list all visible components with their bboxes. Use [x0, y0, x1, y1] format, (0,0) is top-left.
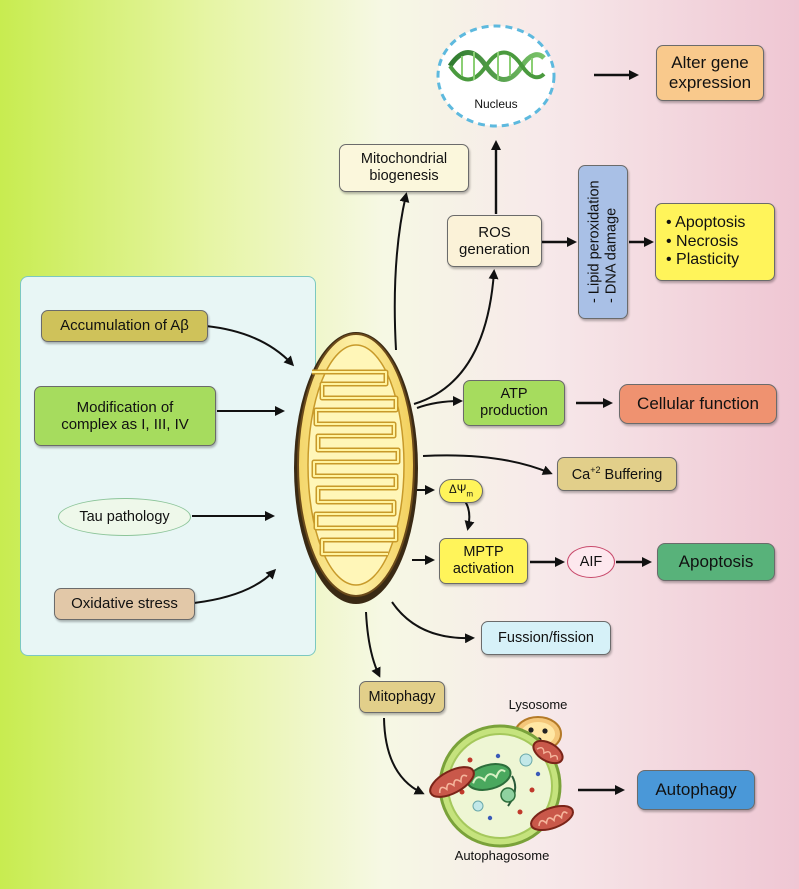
fate-necrosis: • Necrosis [666, 232, 739, 250]
mitophagy-label: Mitophagy [368, 688, 436, 705]
ros-line-2: generation [459, 241, 530, 258]
accumulation-abeta-box: Accumulation of Aβ [41, 310, 208, 342]
delta-psi-symbol: ΔΨ [449, 483, 467, 496]
atp-production-box: ATP production [463, 380, 565, 426]
fate-apoptosis: • Apoptosis [666, 214, 746, 232]
arrow-to-ros [413, 269, 499, 405]
alter-gene-expression-box: Alter gene expression [656, 45, 764, 101]
accumulation-abeta-label: Accumulation of Aβ [60, 317, 189, 335]
arrow-to-atp [416, 396, 463, 409]
autophagosome-icon [429, 724, 574, 848]
damage-line-2: - DNA damage [603, 208, 619, 304]
aif-ellipse: AIF [567, 546, 615, 578]
oxidative-stress-label: Oxidative stress [71, 595, 178, 613]
cell-fate-box: • Apoptosis • Necrosis • Plasticity [655, 203, 775, 281]
atp-line-1: ATP [500, 386, 528, 403]
delta-psi-m-box: ΔΨm [439, 479, 483, 503]
autophagosome-label: Autophagosome [454, 848, 550, 863]
modification-complex-box: Modification of complex as I, III, IV [34, 386, 216, 446]
ca-buffering-box: Ca+2 Buffering [557, 457, 677, 491]
fate-plasticity: • Plasticity [666, 251, 740, 269]
ca-prefix: Ca [571, 466, 591, 483]
tau-pathology-label: Tau pathology [79, 508, 170, 525]
lysosome-label: Lysosome [508, 697, 568, 712]
ros-generation-box: ROS generation [447, 215, 542, 267]
modification-line-2: complex as I, III, IV [61, 416, 189, 433]
mitophagy-box: Mitophagy [359, 681, 445, 713]
nucleus-icon [436, 24, 556, 128]
aif-label: AIF [579, 553, 603, 570]
cellular-function-label: Cellular function [637, 394, 759, 414]
arrow-oxidative [193, 568, 277, 604]
apoptosis-box: Apoptosis [657, 543, 775, 581]
arrow-mitophagy-to-autophagosome [383, 717, 425, 795]
arrow-to-ca [422, 454, 553, 475]
nucleus-label: Nucleus [474, 97, 518, 111]
mitochondrion-icon [294, 332, 418, 604]
ros-line-1: ROS [478, 223, 511, 241]
lipid-dna-damage-box: - Lipid peroxidation - DNA damage [578, 165, 628, 319]
arrow-to-mitophagy [365, 611, 381, 678]
fusion-fission-label: Fussion/fission [498, 629, 594, 646]
mptp-activation-box: MPTP activation [439, 538, 528, 584]
autophagy-label: Autophagy [655, 780, 737, 800]
gene-line-2: expression [668, 73, 752, 92]
delta-psi-label: ΔΨm [449, 484, 473, 498]
mptp-line-2: activation [452, 561, 515, 577]
biogenesis-line-1: Mitochondrial [360, 151, 448, 168]
atp-line-2: production [480, 403, 548, 419]
arrow-to-fusion [391, 601, 475, 644]
autophagy-box: Autophagy [637, 770, 755, 810]
delta-psi-subscript: m [466, 489, 473, 499]
ca-charge: +2 [590, 464, 601, 475]
ca-suffix: Buffering [600, 466, 663, 483]
oxidative-stress-box: Oxidative stress [54, 588, 195, 620]
apoptosis-label: Apoptosis [678, 552, 754, 572]
modification-line-1: Modification of [76, 398, 174, 416]
gene-line-1: Alter gene [671, 53, 749, 73]
mptp-line-1: MPTP [463, 544, 504, 561]
mitochondrial-biogenesis-box: Mitochondrial biogenesis [339, 144, 469, 192]
arrow-to-biogenesis [393, 192, 410, 351]
biogenesis-line-2: biogenesis [369, 168, 439, 184]
fusion-fission-box: Fussion/fission [481, 621, 611, 655]
damage-line-1: - Lipid peroxidation [586, 180, 603, 304]
cellular-function-box: Cellular function [619, 384, 777, 424]
tau-pathology-ellipse: Tau pathology [58, 498, 191, 536]
arrow-accumulation [205, 325, 295, 367]
arrow-deltapsi-to-mptp [463, 499, 475, 531]
ca-buffering-label: Ca+2 Buffering [572, 465, 663, 484]
